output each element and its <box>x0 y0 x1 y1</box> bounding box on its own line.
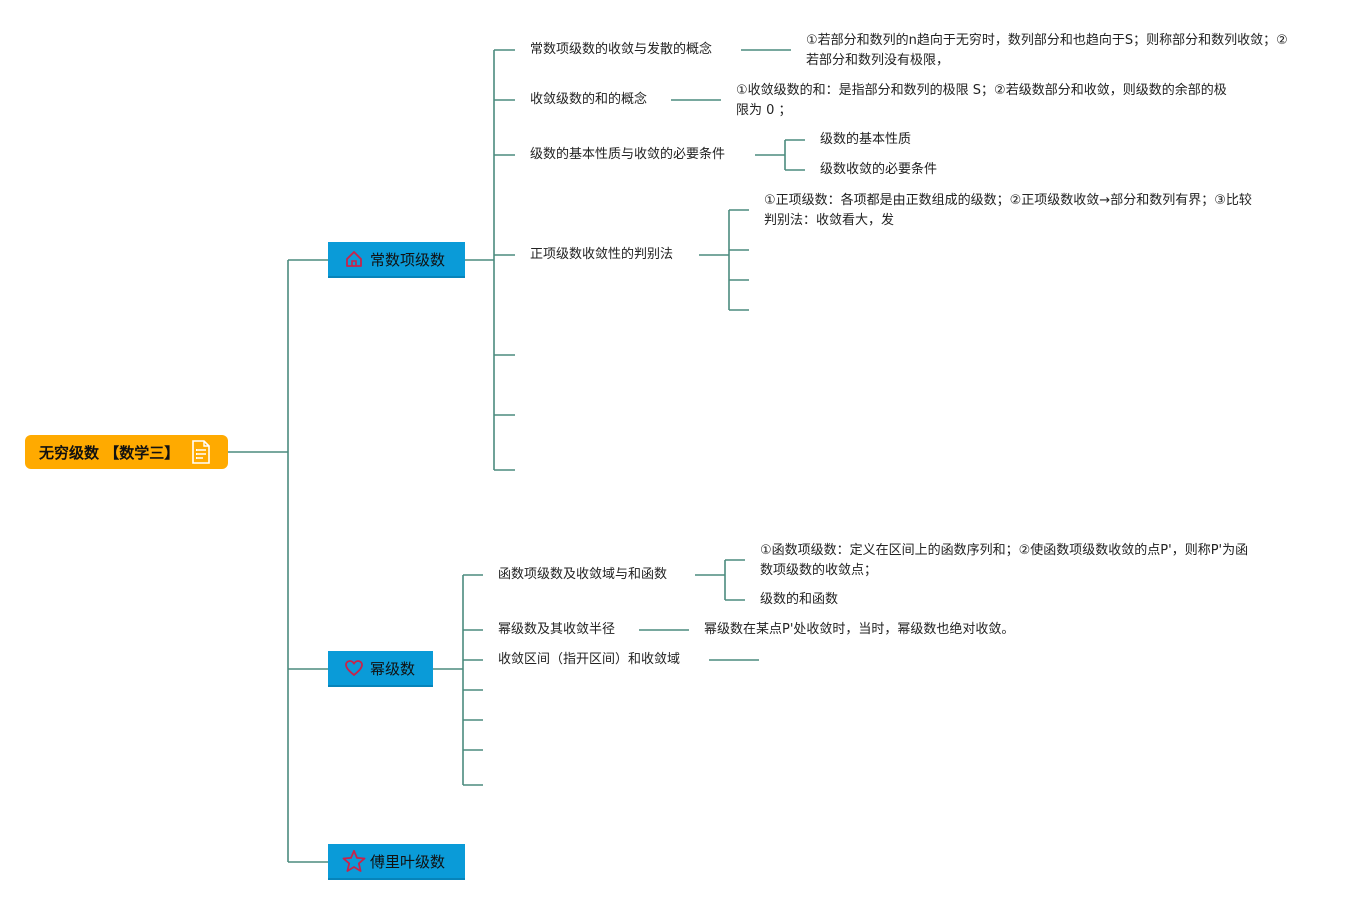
star-icon <box>342 849 366 872</box>
root-label: 无穷级数 【数学三】 <box>39 443 180 462</box>
note-convergence-definition: ①若部分和数列的n趋向于无穷时，数列部分和也趋向于S；则称部分和数列收敛；②若部… <box>806 33 1288 68</box>
note-convergent-sum: ①收敛级数的和：是指部分和数列的极限 S；②若级数部分和收敛，则级数的余部的极限… <box>736 83 1227 118</box>
topic-series-convergence-concept[interactable]: 常数项级数的收敛与发散的概念 <box>530 42 713 57</box>
topic-function-series[interactable]: 函数项级数及收敛域与和函数 <box>498 567 668 582</box>
topic-radius-of-convergence[interactable]: 幂级数及其收敛半径 <box>498 622 616 637</box>
branch-label: 幂级数 <box>370 659 416 678</box>
subtopic-basic-properties[interactable]: 级数的基本性质 <box>820 132 912 147</box>
branch-node-fourier-series[interactable]: 傅里叶级数 <box>328 844 465 880</box>
branch-label: 傅里叶级数 <box>370 852 446 871</box>
branch-label: 常数项级数 <box>370 250 446 269</box>
topic-positive-series-tests[interactable]: 正项级数收敛性的判别法 <box>530 247 674 262</box>
topic-basic-properties[interactable]: 级数的基本性质与收敛的必要条件 <box>530 147 726 162</box>
note-function-series: ①函数项级数：定义在区间上的函数序列和；②使函数项级数收敛的点P'，则称P'为函… <box>760 543 1249 578</box>
subtopic-sum-function[interactable]: 级数的和函数 <box>760 592 839 607</box>
home-icon <box>346 251 362 267</box>
topic-convergent-sum-concept[interactable]: 收敛级数的和的概念 <box>530 92 648 107</box>
note-radius-of-convergence: 幂级数在某点P'处收敛时，当时，幂级数也绝对收敛。 <box>704 622 1015 637</box>
branch-node-power-series[interactable]: 幂级数 <box>328 651 433 687</box>
document-icon <box>192 440 210 464</box>
root-node[interactable]: 无穷级数 【数学三】 <box>25 435 228 469</box>
heart-icon <box>345 660 363 676</box>
subtopic-necessary-condition[interactable]: 级数收敛的必要条件 <box>820 162 938 177</box>
topic-interval-of-convergence[interactable]: 收敛区间（指开区间）和收敛域 <box>498 652 681 667</box>
branch-node-constant-series[interactable]: 常数项级数 <box>328 242 465 278</box>
note-positive-series: ①正项级数：各项都是由正数组成的级数；②正项级数收敛→部分和数列有界；③比较判别… <box>764 193 1252 228</box>
